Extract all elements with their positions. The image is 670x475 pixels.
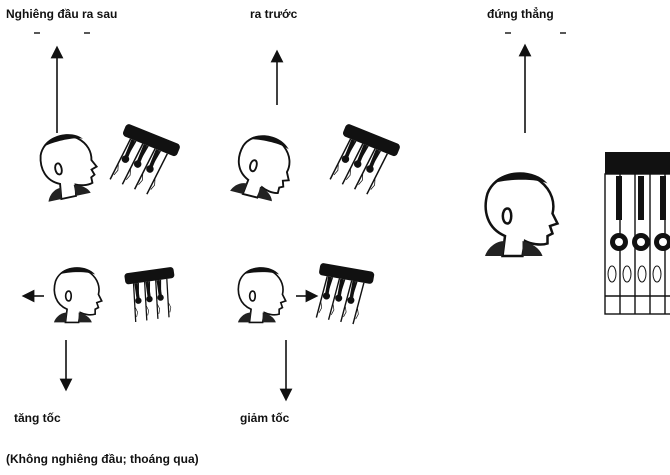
head-tilted-back-icon [35, 129, 101, 202]
otolith-hair-cells-icon [124, 267, 180, 323]
head-upright-icon [238, 267, 286, 322]
head-upright-icon [485, 172, 558, 256]
otolith-hair-cells-icon [311, 263, 375, 327]
otolith-hair-cells-icon [105, 123, 181, 199]
otolith-hair-cells-icon [605, 152, 670, 314]
otolith-hair-cells-icon [325, 123, 401, 199]
head-tilted-forward-icon [230, 130, 298, 204]
head-upright-icon [54, 267, 102, 322]
